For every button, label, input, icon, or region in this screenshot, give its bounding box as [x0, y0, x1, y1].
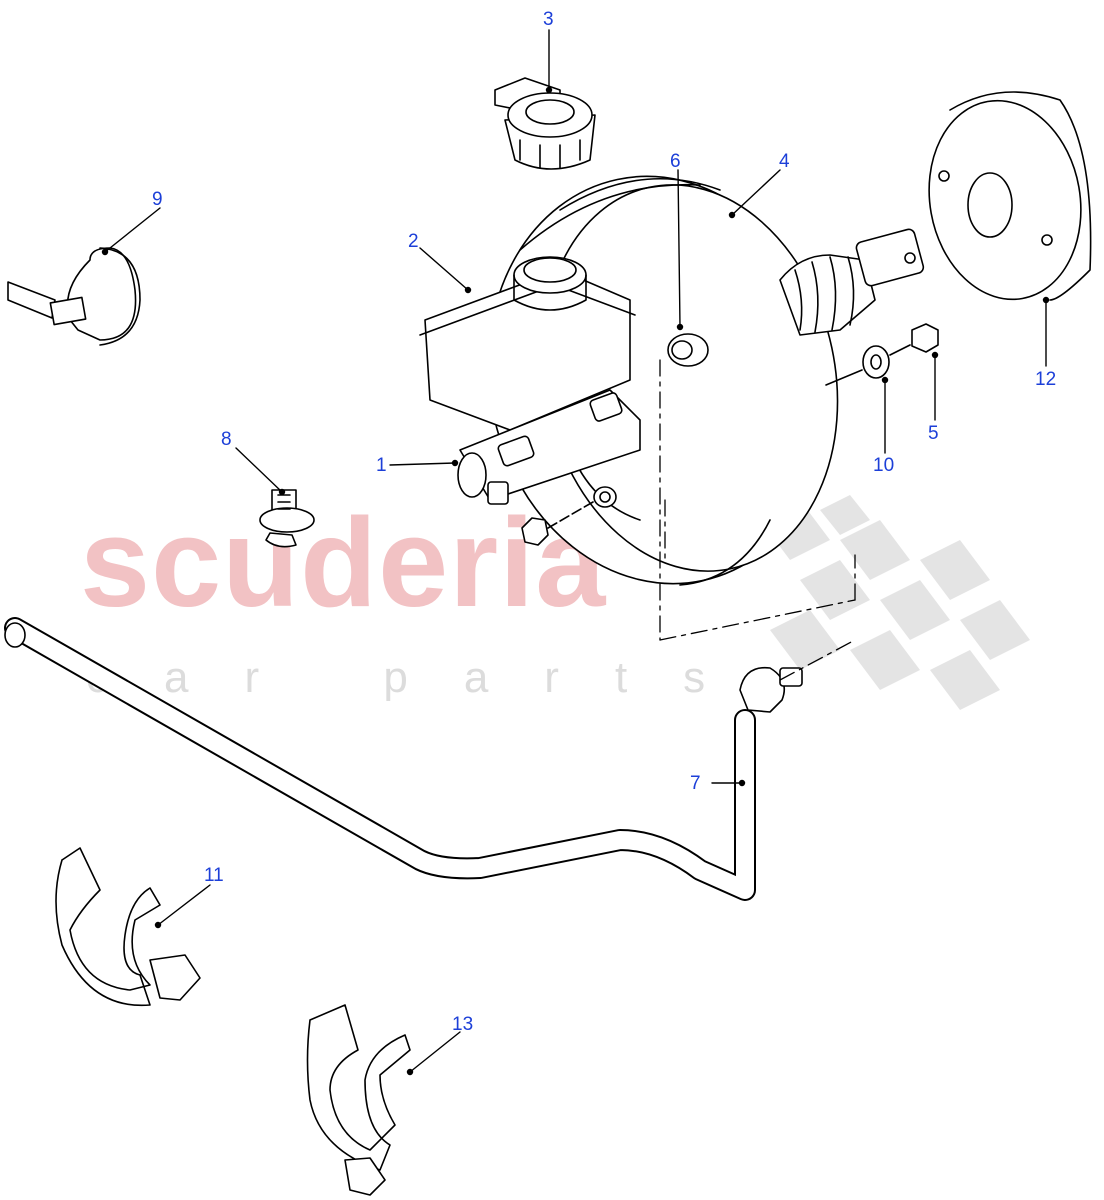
callout-13[interactable]: 13: [452, 1014, 474, 1035]
callout-5[interactable]: 5: [928, 423, 939, 444]
callout-6[interactable]: 6: [670, 151, 681, 172]
nut-and-washer: [825, 323, 939, 386]
assembly-lines: [659, 359, 856, 681]
brake-booster: [487, 175, 839, 586]
callout-11[interactable]: 11: [204, 865, 224, 886]
hose-clip-11: [55, 847, 201, 1007]
master-cylinder: [457, 389, 641, 505]
grommet: [667, 333, 709, 367]
leader-lines: [101, 29, 1050, 1076]
callout-7[interactable]: 7: [690, 773, 701, 794]
spacer-ring: [928, 91, 1092, 301]
callout-4[interactable]: 4: [779, 151, 790, 172]
push-clip: [259, 489, 315, 548]
callout-9[interactable]: 9: [152, 189, 163, 210]
watermark-tagline: car parts: [86, 653, 762, 702]
callout-2[interactable]: 2: [408, 231, 419, 252]
nut-washer-set: [521, 486, 617, 546]
reservoir-cap: [494, 77, 596, 170]
fluid-reservoir: [419, 256, 636, 431]
pushrod-bellows: [779, 228, 925, 336]
vacuum-hose: [4, 617, 803, 901]
cable-tie: [7, 247, 141, 346]
callout-10[interactable]: 10: [873, 455, 895, 476]
callout-3[interactable]: 3: [543, 9, 554, 30]
watermark-brand: scuderia: [80, 492, 607, 633]
callout-8[interactable]: 8: [221, 429, 232, 450]
callout-12[interactable]: 12: [1035, 369, 1057, 390]
hose-clip-13: [306, 1004, 411, 1196]
callout-1[interactable]: 1: [376, 455, 387, 476]
